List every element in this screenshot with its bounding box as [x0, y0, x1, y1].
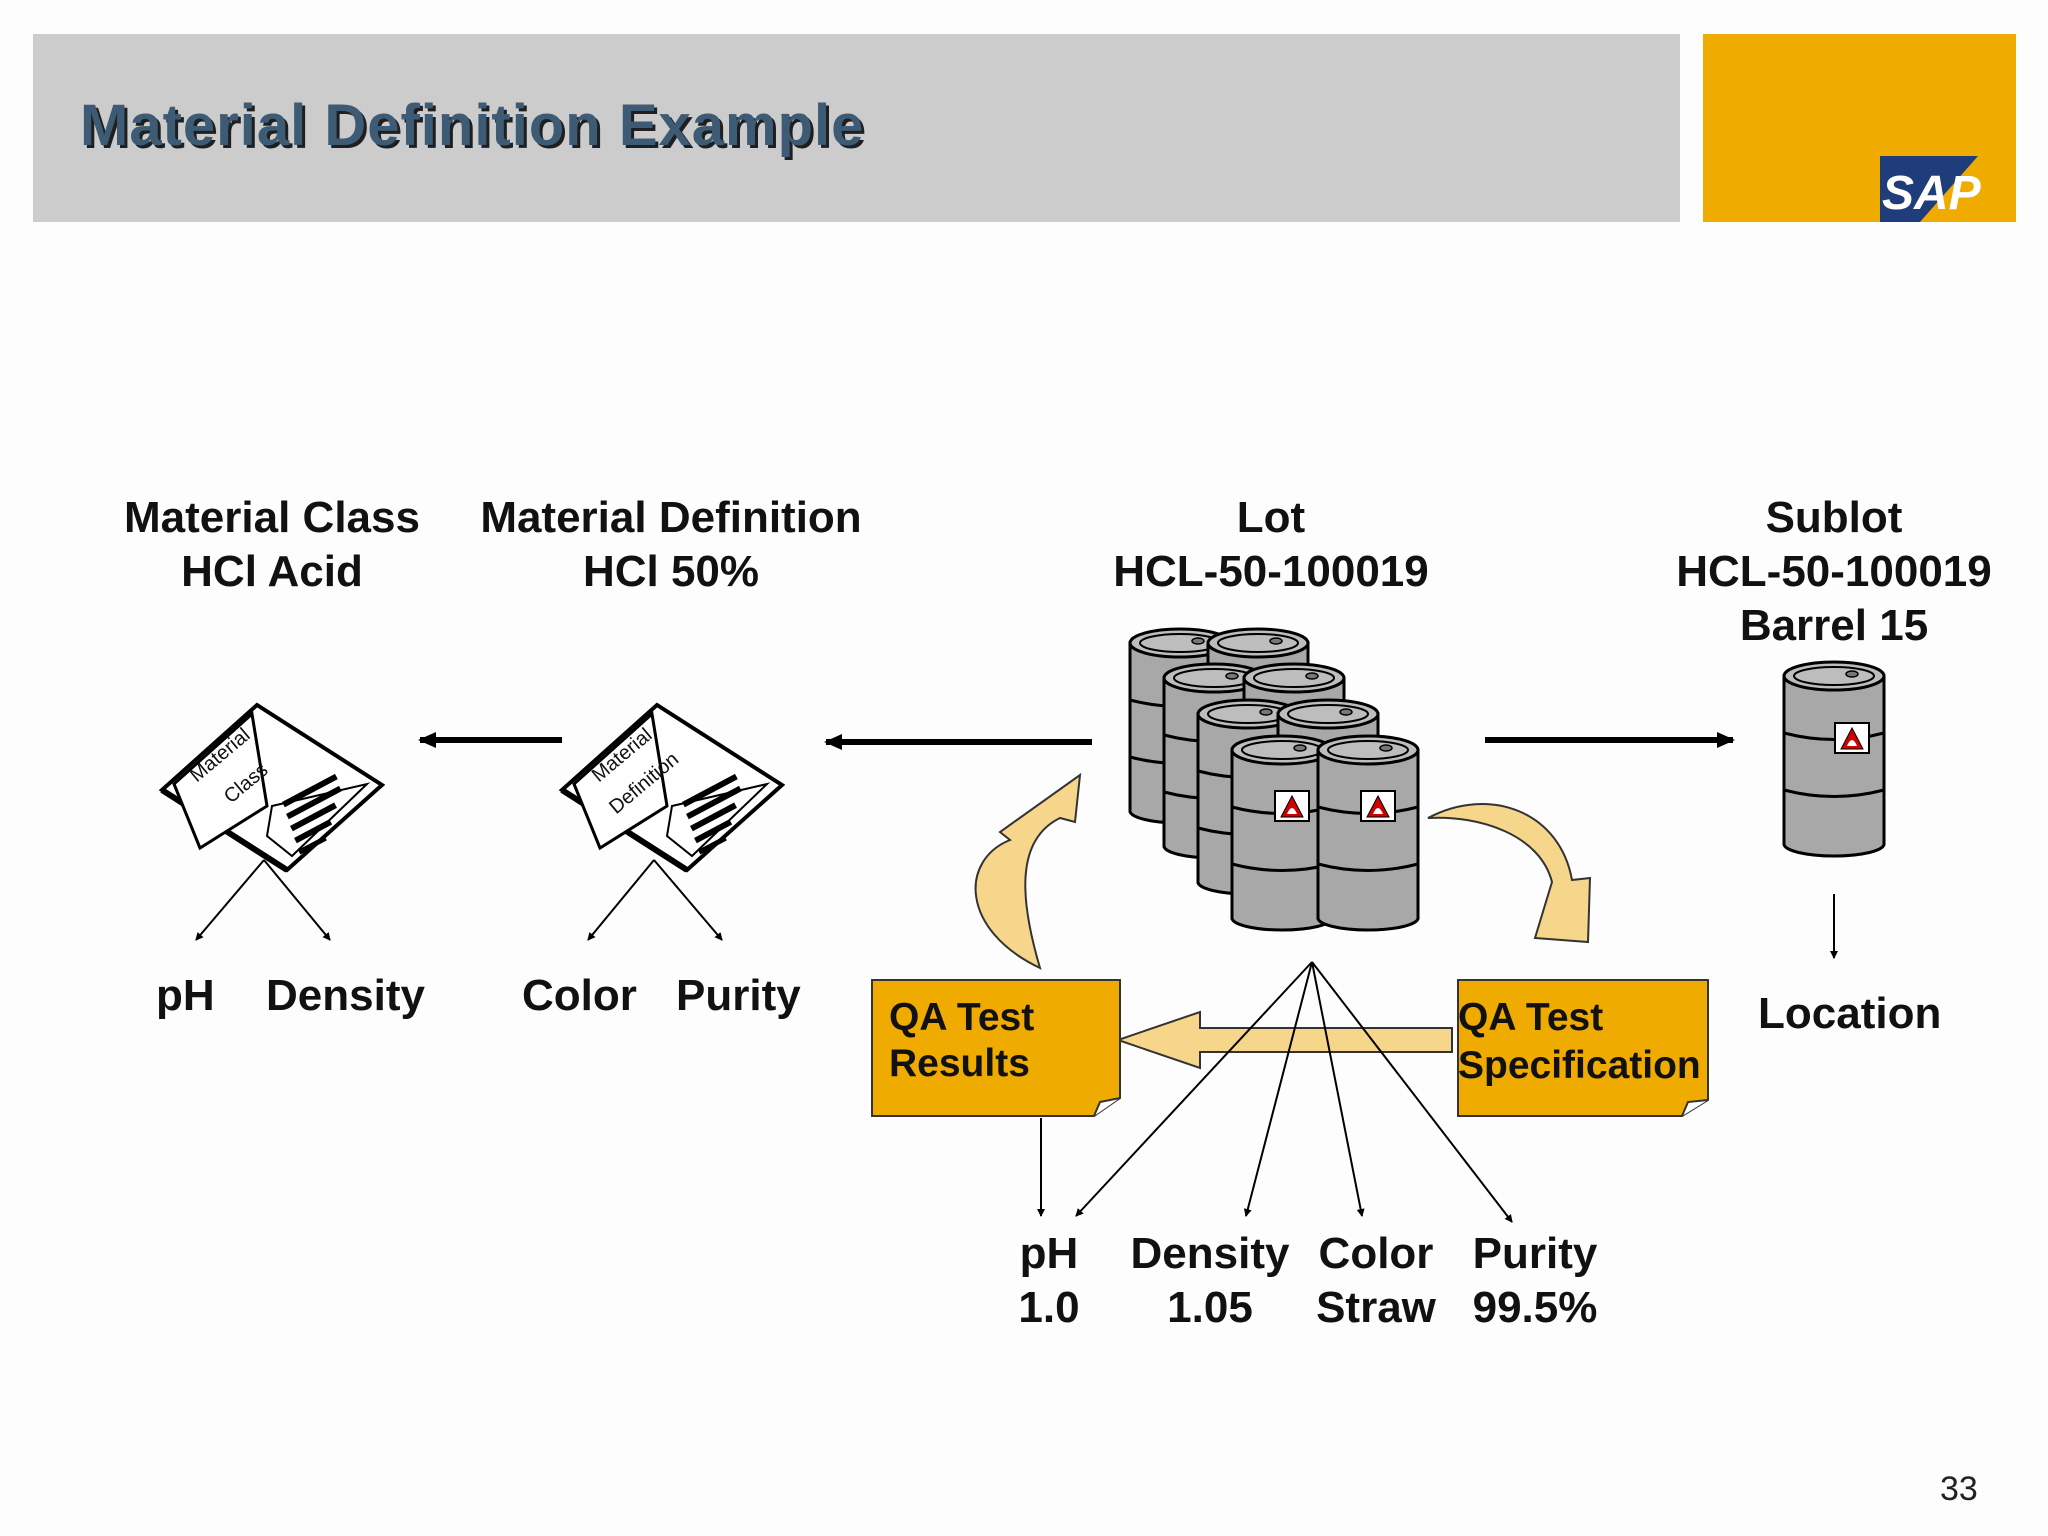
material-class-title: Material Class — [124, 493, 420, 542]
test-name-density: Density — [1131, 1229, 1290, 1278]
material-definition-name: HCl 50% — [583, 547, 759, 596]
material-definition-book-icon: Material Definition — [562, 705, 782, 870]
class-property-branches — [195, 859, 331, 941]
test-name-color: Color — [1319, 1229, 1434, 1278]
page-number: 33 — [1940, 1470, 1978, 1508]
sublot-container: Barrel 15 — [1740, 601, 1928, 650]
test-value-ph: 1.0 — [1018, 1283, 1079, 1332]
sublot-title: Sublot — [1766, 493, 1903, 542]
test-name-ph: pH — [1020, 1229, 1079, 1278]
sublot-barrel-icon — [1782, 660, 1886, 858]
material-class-name: HCl Acid — [181, 547, 363, 596]
qa-spec-line2: Specification — [1458, 1044, 1701, 1087]
qa-results-line2: Results — [889, 1042, 1030, 1085]
qa-spec-line1: QA Test — [1458, 996, 1603, 1039]
curved-arrow-results-to-lot — [974, 772, 1082, 970]
test-name-purity: Purity — [1473, 1229, 1598, 1278]
class-property-ph: pH — [156, 971, 215, 1020]
sap-logo-text: SAP — [1882, 167, 1982, 220]
qa-test-results-note: QA Test Results — [871, 979, 1121, 1117]
test-value-density: 1.05 — [1167, 1283, 1253, 1332]
qa-test-specification-note: QA Test Specification — [1457, 979, 1709, 1117]
qa-results-line1: QA Test — [889, 996, 1034, 1039]
curved-arrow-lot-to-spec — [1427, 803, 1592, 944]
lot-id: HCL-50-100019 — [1113, 547, 1429, 596]
material-definition-title: Material Definition — [480, 493, 861, 542]
arrow-spec-to-results — [1114, 1010, 1453, 1070]
definition-property-color: Color — [522, 971, 637, 1020]
definition-property-branches — [587, 859, 723, 941]
slide-title: Material Definition Example — [80, 93, 865, 158]
lot-title: Lot — [1237, 493, 1306, 542]
sap-logo: SAP — [1880, 156, 1982, 222]
class-property-density: Density — [266, 971, 425, 1020]
sublot-location-label: Location — [1758, 989, 1941, 1038]
header-bar — [33, 34, 1680, 222]
definition-property-purity: Purity — [676, 971, 801, 1020]
test-value-purity: 99.5% — [1473, 1283, 1598, 1332]
material-class-book-icon: Material Class — [162, 705, 382, 870]
logo-panel — [1703, 34, 2016, 222]
test-value-color: Straw — [1316, 1283, 1437, 1332]
lot-barrels-icon — [1128, 627, 1420, 932]
sublot-id: HCL-50-100019 — [1676, 547, 1992, 596]
lot-to-values-arrows — [1037, 961, 1513, 1223]
